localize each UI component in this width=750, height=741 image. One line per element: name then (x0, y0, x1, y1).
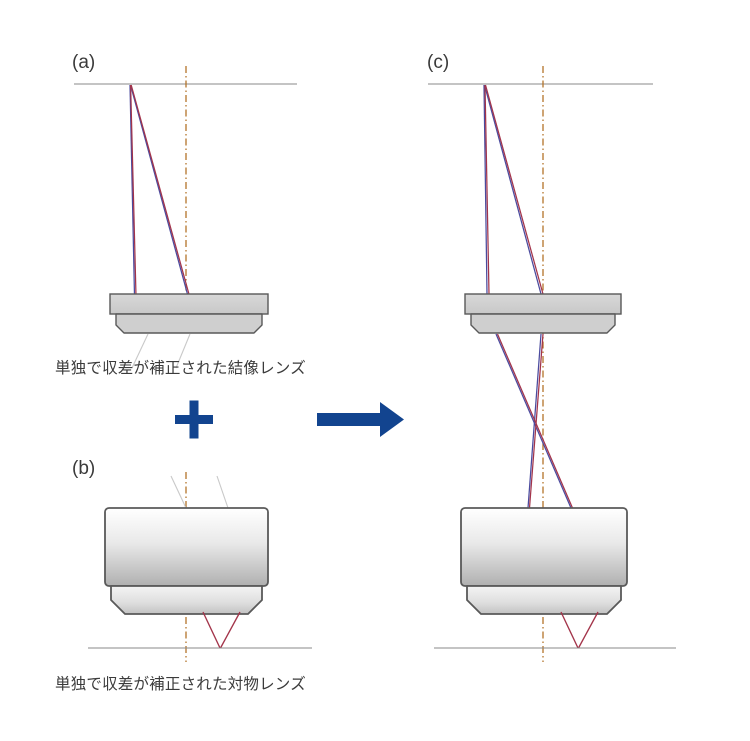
panel-a-group (74, 66, 297, 369)
panel-c-objective-nose (466, 585, 622, 615)
panel-b-incoming-guides (170, 475, 229, 509)
panel-c-upper-rays-blue (483, 84, 542, 295)
operator-plus (175, 400, 213, 439)
operator-arrow (317, 402, 404, 437)
panel-c-middle-rays-blue (495, 333, 572, 509)
panel-label-b: (b) (72, 458, 96, 479)
panel-label-c: (c) (427, 52, 450, 73)
panel-a-outgoing-guides (131, 333, 191, 369)
panel-c-group (428, 66, 676, 662)
panel-a-rays-blue (129, 84, 189, 297)
panel-c-lower-rays (560, 611, 599, 649)
panel-b-objective-nose (110, 585, 263, 615)
panel-b-rays (202, 611, 241, 649)
panel-caption-a: 単独で収差が補正された結像レンズ (55, 359, 306, 377)
panel-c-middle-rays-red (496, 333, 574, 509)
panel-b-group (88, 472, 312, 662)
panel-c-tube-lens-body (470, 313, 616, 334)
panel-a-tube-lens-plate (109, 293, 269, 315)
panel-a-tube-lens-body (115, 313, 263, 334)
panel-c-upper-rays-red (484, 84, 544, 295)
panel-a-rays-red (129, 84, 191, 297)
panel-c-tube-lens-plate (464, 293, 622, 315)
panel-c-objective-barrel (460, 507, 628, 587)
panel-caption-b: 単独で収差が補正された対物レンズ (55, 675, 306, 693)
panel-b-objective-barrel (104, 507, 269, 587)
panel-label-a: (a) (72, 52, 96, 73)
